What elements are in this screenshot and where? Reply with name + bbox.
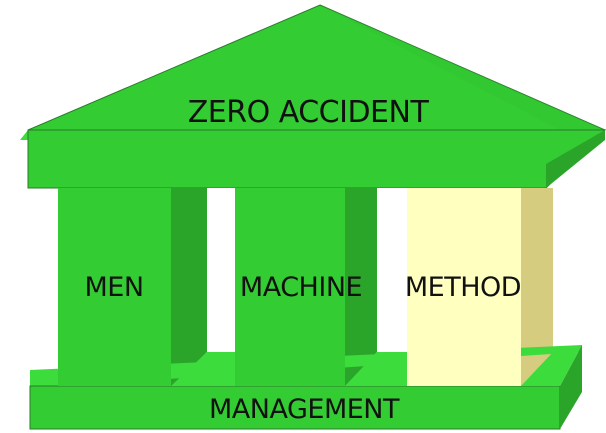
base-top-surface: [30, 345, 582, 386]
pillar-machine-bottom: [235, 340, 345, 386]
pillar-machine-label: MACHINE: [240, 272, 362, 303]
pillar-method-bottom: [407, 340, 521, 386]
base-side: [560, 345, 582, 429]
pillar-method-label: METHOD: [405, 272, 521, 303]
pillar-method-side: [521, 188, 553, 388]
entablature-front: [27, 129, 606, 189]
pillar-gap-1: [207, 188, 235, 338]
pillar-men-bottom: [58, 340, 171, 386]
roof-label: ZERO ACCIDENT: [188, 95, 430, 130]
pillar-men-label: MEN: [84, 272, 143, 303]
pillar-gap-2: [377, 188, 407, 338]
roof-shade: [320, 5, 605, 130]
pillar-men-side: [171, 188, 207, 388]
entablature-side: [546, 130, 605, 188]
pillar-machine-side: [345, 188, 377, 388]
base-front: [29, 385, 561, 430]
base-label: MANAGEMENT: [209, 394, 400, 425]
